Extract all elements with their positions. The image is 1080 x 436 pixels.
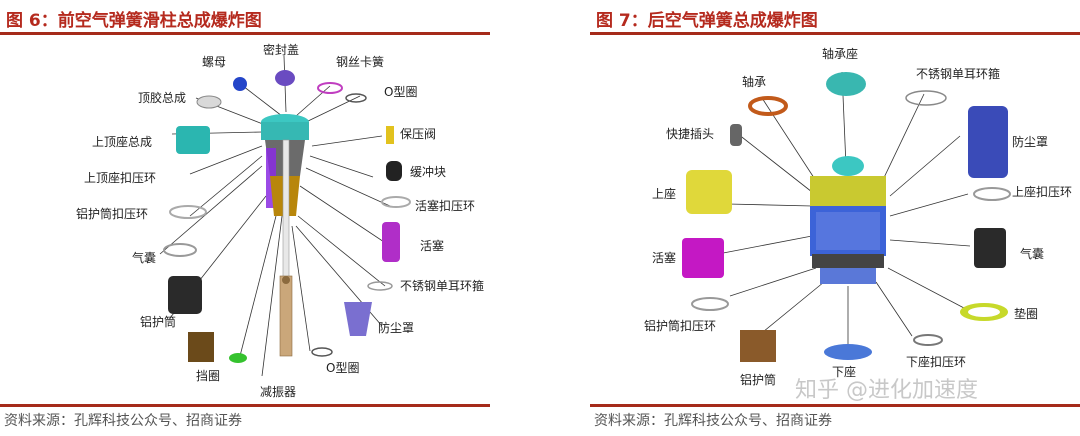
figure-6-source: 资料来源：孔辉科技公众号、招商证券 [4, 413, 242, 429]
label-shangzuokouyahuan: 上座扣压环 [1012, 184, 1072, 199]
label-mifenggai: 密封盖 [263, 42, 299, 57]
label-gangsikahuang: 钢丝卡簧 [336, 54, 384, 69]
parts [682, 72, 1011, 362]
label-buxiugang: 不锈钢单耳环箍 [400, 278, 484, 293]
label-oxingquan-bottom: O型圈 [326, 361, 359, 375]
label-huosai: 活塞 [652, 250, 676, 265]
label-zhouchengzuo: 轴承座 [822, 46, 858, 61]
label-dianquan: 垫圈 [1014, 306, 1038, 321]
figure-7-source: 资料来源：孔辉科技公众号、招商证券 [594, 413, 832, 429]
label-jianzhenqi: 减振器 [260, 385, 296, 399]
label-buxiugang: 不锈钢单耳环箍 [916, 66, 1000, 81]
figure-6-title: 图 6：前空气弹簧滑柱总成爆炸图 [6, 11, 262, 31]
label-zhoucheng: 轴承 [742, 74, 766, 89]
label-lvhutong: 铝护筒 [140, 314, 176, 329]
spring-assembly [810, 156, 886, 284]
label-shangzuo: 上座 [652, 186, 676, 201]
label-fangchenzhao: 防尘罩 [1012, 134, 1048, 149]
label-xiazuo: 下座 [832, 364, 856, 379]
label-qinang: 气囊 [132, 250, 156, 265]
label-huanchongkuai: 缓冲块 [410, 164, 446, 179]
label-lvhutongkouyahuan: 铝护筒扣压环 [76, 206, 148, 221]
label-baoyafa: 保压阀 [400, 127, 436, 141]
label-qinang: 气囊 [1020, 246, 1044, 261]
figure-7-panel: 图 7：后空气弹簧总成爆炸图 [590, 0, 1080, 436]
title-rule [590, 32, 1080, 35]
watermark: 知乎 @进化加速度 [795, 378, 978, 403]
figure-6-panel: 图 6：前空气弹簧滑柱总成爆炸图 [0, 0, 520, 436]
label-kuaijiechatou: 快捷插头 [666, 127, 714, 141]
rear-spring-exploded-diagram: 轴承座 轴承 不锈钢单耳环箍 快捷插头 防尘罩 上座 上座扣压环 活塞 气囊 垫… [644, 46, 1072, 387]
label-dingjiaozongcheng: 顶胶总成 [138, 90, 186, 105]
leader-lines [717, 71, 971, 350]
source-rule [590, 404, 1080, 407]
parts [163, 70, 411, 363]
label-lvhutong: 铝护筒 [740, 372, 776, 387]
label-huosaikouyahuan: 活塞扣压环 [415, 198, 475, 213]
label-xiazuokouyahuan: 下座扣压环 [906, 354, 966, 369]
figure-7-title: 图 7：后空气弹簧总成爆炸图 [596, 11, 818, 31]
strut-assembly [261, 114, 309, 357]
label-dangquan: 挡圈 [196, 369, 220, 383]
source-rule [0, 404, 490, 407]
front-strut-exploded-diagram: 螺母 密封盖 钢丝卡簧 顶胶总成 O型圈 上顶座总成 保压阀 缓冲块 上顶座扣压… [76, 42, 484, 399]
label-huosai: 活塞 [420, 238, 444, 253]
label-oxingquan-top: O型圈 [384, 85, 417, 99]
label-luomu: 螺母 [202, 55, 226, 69]
label-shangdingzuokouyahuan: 上顶座扣压环 [84, 170, 156, 185]
title-rule [0, 32, 490, 35]
label-shangdingzuozongcheng: 上顶座总成 [92, 134, 152, 149]
label-lvhutongkouyahuan: 铝护筒扣压环 [644, 318, 716, 333]
label-fangchenzhao: 防尘罩 [378, 320, 414, 335]
